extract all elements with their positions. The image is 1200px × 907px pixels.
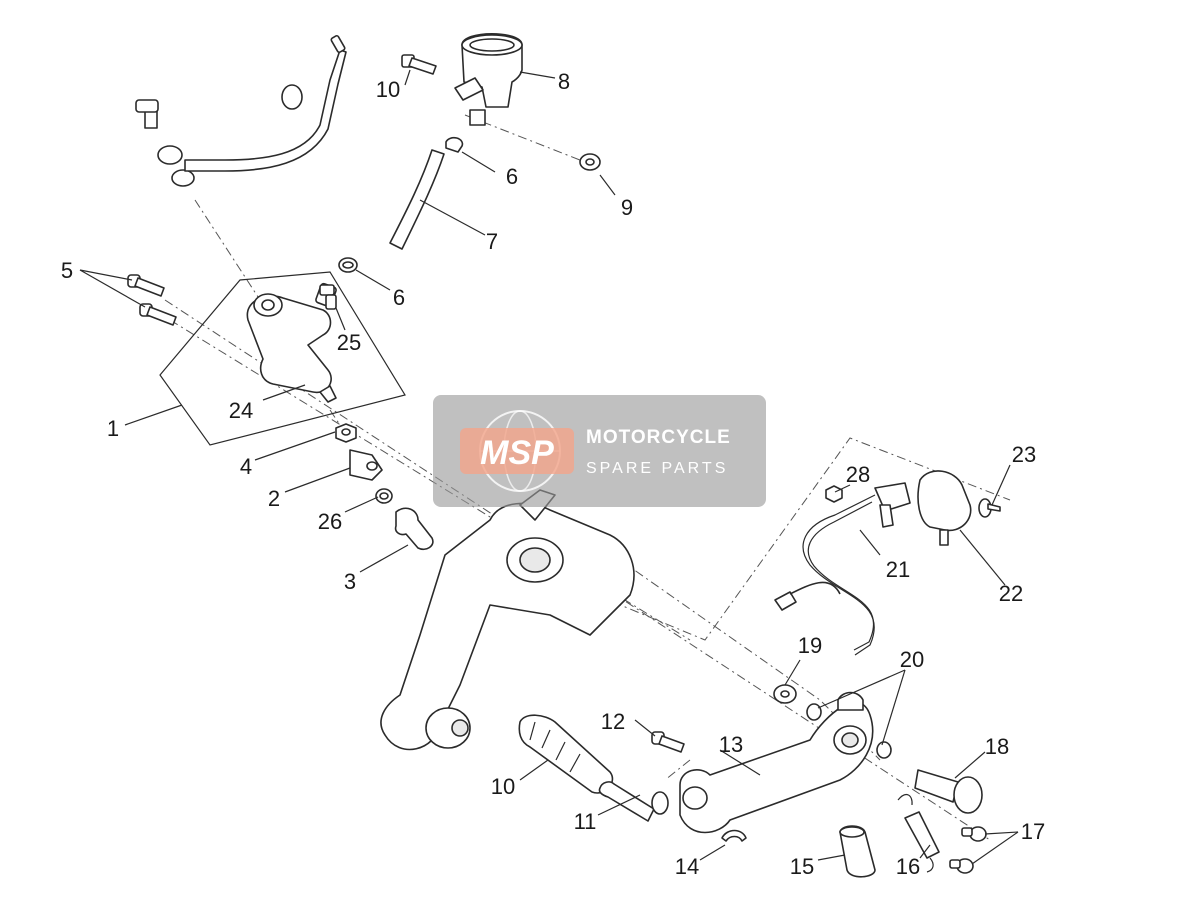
callout-2: 2 bbox=[268, 486, 280, 511]
callout-28: 28 bbox=[846, 462, 870, 487]
callout-5: 5 bbox=[61, 258, 73, 283]
callout-12: 11 bbox=[574, 809, 597, 834]
callout-7: 7 bbox=[486, 229, 498, 254]
callout-6-bottom: 6 bbox=[393, 285, 405, 310]
callout-3: 3 bbox=[344, 569, 356, 594]
return-spring bbox=[897, 793, 940, 873]
callout-6-top: 6 bbox=[506, 164, 518, 189]
callout-14: 13 bbox=[719, 732, 743, 757]
master-cylinder-outline bbox=[159, 271, 406, 446]
callout-20: 19 bbox=[798, 633, 822, 658]
callout-15: 14 bbox=[675, 854, 699, 879]
callout-23: 22 bbox=[999, 581, 1023, 606]
washer-20 bbox=[773, 684, 797, 704]
switch-cover bbox=[917, 470, 972, 546]
brake-switch bbox=[774, 482, 911, 656]
leader-lines bbox=[79, 69, 1019, 865]
callout-10: 10 bbox=[376, 77, 400, 102]
callout-21: 20 bbox=[900, 647, 924, 672]
nut-9 bbox=[579, 153, 601, 171]
bolts-5 bbox=[127, 274, 177, 326]
watermark-logo: MSP bbox=[480, 434, 554, 472]
callout-labels: 5 1 10 8 9 6 7 6 25 24 4 2 26 3 28 21 22… bbox=[61, 69, 1045, 879]
clevis-2 bbox=[349, 449, 383, 481]
brake-hose bbox=[135, 35, 347, 187]
washer-27 bbox=[375, 488, 393, 504]
brake-lever bbox=[679, 691, 874, 834]
footpeg-pin bbox=[598, 781, 669, 822]
callout-18: 17 bbox=[1021, 819, 1045, 844]
callout-27: 26 bbox=[318, 509, 342, 534]
nut-4 bbox=[335, 423, 357, 443]
hose-clamp-bottom bbox=[338, 257, 358, 273]
bolt-13 bbox=[651, 731, 685, 753]
callout-8: 8 bbox=[558, 69, 570, 94]
bolt-10 bbox=[401, 54, 437, 75]
callout-19: 18 bbox=[985, 734, 1009, 759]
callout-24: 23 bbox=[1012, 442, 1036, 467]
callout-22: 21 bbox=[886, 557, 910, 582]
clip-15 bbox=[721, 829, 747, 842]
watermark-title: MOTORCYCLE bbox=[586, 427, 731, 448]
callout-26: 25 bbox=[337, 330, 361, 355]
screws-18 bbox=[949, 826, 987, 874]
callout-1: 1 bbox=[107, 416, 119, 441]
screw-24 bbox=[978, 498, 1001, 518]
watermark-subtitle: SPARE PARTS bbox=[586, 460, 728, 477]
callout-13: 12 bbox=[601, 709, 625, 734]
callout-17: 16 bbox=[896, 854, 920, 879]
pivot-bolt bbox=[914, 769, 983, 814]
clip-3 bbox=[394, 507, 434, 551]
watermark-box bbox=[433, 395, 766, 507]
hose-clamp-top bbox=[445, 136, 464, 153]
footpeg-rubber bbox=[518, 714, 614, 794]
callout-9: 9 bbox=[621, 195, 633, 220]
callout-25: 24 bbox=[229, 398, 253, 423]
circlips-21 bbox=[806, 703, 892, 759]
callout-11: 10 bbox=[491, 774, 515, 799]
nut-28 bbox=[825, 485, 843, 503]
callout-16: 15 bbox=[790, 854, 814, 879]
feed-hose bbox=[389, 149, 445, 250]
watermark-logo-badge bbox=[460, 428, 574, 474]
master-cylinder bbox=[246, 282, 337, 403]
fitting-26 bbox=[319, 284, 337, 310]
spacer-sleeve bbox=[839, 825, 876, 878]
callout-4: 4 bbox=[240, 454, 252, 479]
watermark: MSP MOTORCYCLE SPARE PARTS bbox=[433, 395, 766, 507]
fluid-reservoir bbox=[454, 32, 523, 126]
